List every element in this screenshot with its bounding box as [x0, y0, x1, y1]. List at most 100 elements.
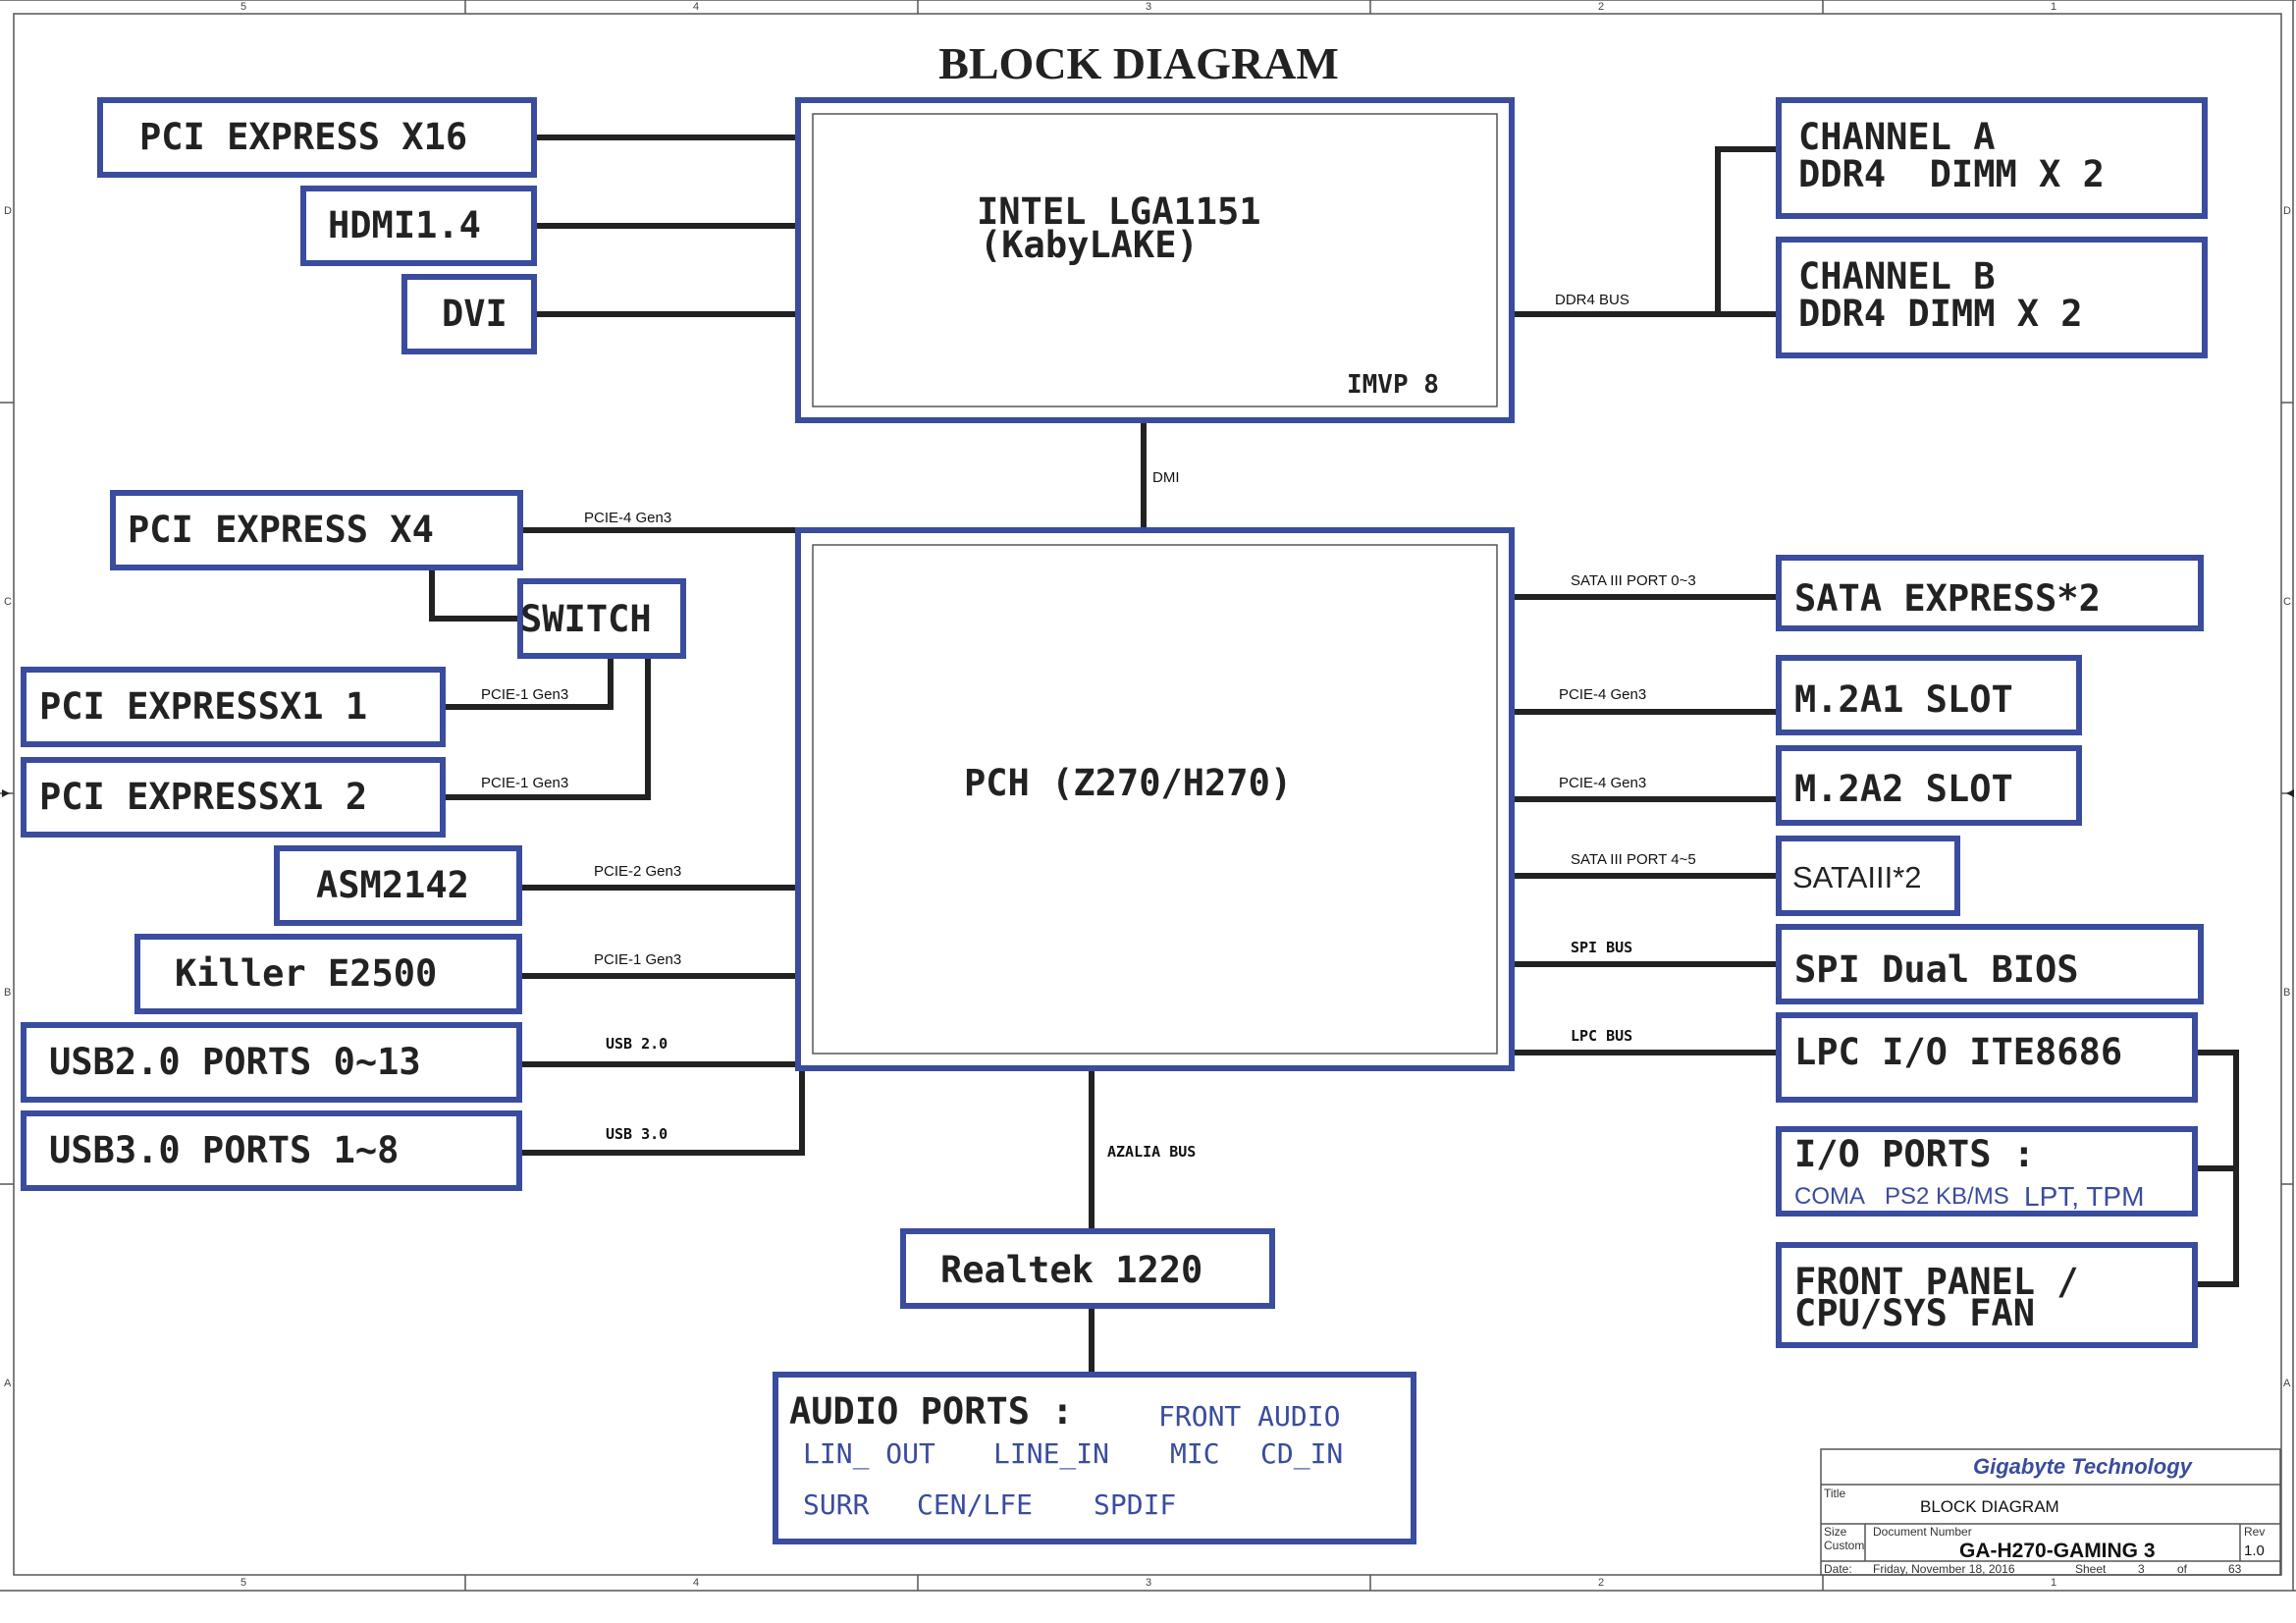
- usb2-label: USB2.0 PORTS 0~13: [49, 1041, 421, 1083]
- date-field-label: Date:: [1824, 1562, 1852, 1576]
- azalia-bus-label: AZALIA BUS: [1107, 1143, 1196, 1161]
- pcie-x1-2-box[interactable]: PCI EXPRESSX1 2: [21, 757, 446, 838]
- front-panel-label: FRONT PANEL /: [1794, 1261, 2079, 1303]
- date-field-value: Friday, November 18, 2016: [1873, 1562, 2015, 1576]
- io-ps2: PS2 KB/MS: [1885, 1183, 2009, 1210]
- rev-field-value: 1.0: [2244, 1542, 2265, 1559]
- sata-express-label: SATA EXPRESS*2: [1794, 577, 2101, 620]
- sata3-box[interactable]: SATAIII*2: [1776, 836, 1960, 916]
- company-name: Gigabyte Technology: [1973, 1454, 2194, 1479]
- io-ports-title: I/O PORTS :: [1794, 1133, 2035, 1175]
- pch-label: PCH (Z270/H270): [964, 762, 1292, 804]
- spi-bus-label: SPI BUS: [1571, 939, 1632, 956]
- m2a2-box[interactable]: M.2A2 SLOT: [1776, 745, 2082, 826]
- usb2-box[interactable]: USB2.0 PORTS 0~13: [21, 1022, 522, 1103]
- channel-a-box[interactable]: CHANNEL A DDR4 DIMM X 2: [1776, 97, 2208, 219]
- realtek-label: Realtek 1220: [940, 1249, 1202, 1291]
- zone-label: C: [2283, 596, 2291, 608]
- zone-label: 5: [240, 1, 246, 13]
- io-coma: COMA: [1794, 1183, 1865, 1210]
- pcie-x4-label: PCI EXPRESS X4: [128, 509, 434, 551]
- zone-label: B: [2283, 987, 2290, 999]
- zone-label: 4: [693, 1, 699, 13]
- pcie-x16-label: PCI EXPRESS X16: [139, 116, 467, 158]
- zone-label: 2: [1598, 1, 1604, 13]
- title-block: [1820, 1448, 2281, 1576]
- zone-label: C: [4, 596, 12, 608]
- lpc-io-label: LPC I/O ITE8686: [1794, 1031, 2122, 1073]
- m2a2-bus-label: PCIE-4 Gen3: [1559, 775, 1646, 791]
- realtek-box[interactable]: Realtek 1220: [900, 1228, 1275, 1309]
- sata3-label: SATAIII*2: [1792, 860, 1922, 894]
- channel-a-dimm: DDR4 DIMM X 2: [1798, 153, 2105, 195]
- zone-label: 1: [2051, 1, 2056, 13]
- sata-express-box[interactable]: SATA EXPRESS*2: [1776, 555, 2204, 631]
- lpc-bus-label: LPC BUS: [1571, 1027, 1632, 1045]
- zone-label: D: [2283, 205, 2291, 217]
- zone-label: B: [4, 987, 11, 999]
- channel-b-dimm: DDR4 DIMM X 2: [1798, 293, 2083, 335]
- usb2-bus-label: USB 2.0: [606, 1035, 667, 1053]
- hdmi-box[interactable]: HDMI1.4: [300, 186, 537, 266]
- channel-b-box[interactable]: CHANNEL B DDR4 DIMM X 2: [1776, 237, 2208, 358]
- audio-ports-title: AUDIO PORTS :: [789, 1390, 1074, 1433]
- pcie-x1-2-bus-label: PCIE-1 Gen3: [481, 775, 568, 791]
- cpu-block[interactable]: INTEL LGA1151 (KabyLAKE) IMVP 8: [795, 97, 1515, 423]
- sheet-field-label: Sheet: [2075, 1562, 2107, 1576]
- cpu-label: INTEL LGA1151: [977, 190, 1261, 233]
- pch-block[interactable]: PCH (Z270/H270): [795, 527, 1515, 1071]
- diagram-title: BLOCK DIAGRAM: [938, 38, 1339, 88]
- zone-label: 1: [2051, 1577, 2056, 1589]
- m2a1-label: M.2A1 SLOT: [1794, 678, 2013, 721]
- connection-lines: [429, 135, 2239, 1373]
- asm2142-label: ASM2142: [316, 864, 469, 906]
- pcie-x4-box[interactable]: PCI EXPRESS X4: [110, 490, 523, 570]
- switch-label: SWITCH: [520, 598, 652, 640]
- cd-in: CD_IN: [1260, 1437, 1343, 1471]
- mic: MIC: [1170, 1437, 1220, 1470]
- channel-b-label: CHANNEL B: [1798, 255, 1995, 298]
- imvp-label: IMVP 8: [1347, 370, 1439, 400]
- rev-field-label: Rev: [2244, 1525, 2265, 1539]
- pcie-x16-box[interactable]: PCI EXPRESS X16: [97, 97, 537, 178]
- killer-label: Killer E2500: [175, 952, 437, 995]
- usb3-bus-label: USB 3.0: [606, 1125, 667, 1143]
- fan-label: CPU/SYS FAN: [1794, 1292, 2035, 1334]
- killer-box[interactable]: Killer E2500: [134, 934, 522, 1014]
- spi-bios-box[interactable]: SPI Dual BIOS: [1776, 924, 2204, 1004]
- frame-zone-labels: 5 4 3 2 1 5 4 3 2 1 D C B A D C B A: [4, 1, 2291, 1589]
- cpu-codename: (KabyLAKE): [980, 224, 1199, 266]
- title-field-value: BLOCK DIAGRAM: [1920, 1497, 2059, 1516]
- lin-out: LIN_ OUT: [803, 1437, 935, 1471]
- killer-bus-label: PCIE-1 Gen3: [594, 951, 681, 968]
- ddr4-bus-label: DDR4 BUS: [1555, 292, 1629, 308]
- channel-a-label: CHANNEL A: [1798, 116, 1995, 158]
- asm2142-box[interactable]: ASM2142: [274, 845, 522, 926]
- asm2142-bus-label: PCIE-2 Gen3: [594, 863, 681, 880]
- m2a1-box[interactable]: M.2A1 SLOT: [1776, 655, 2082, 735]
- pcie-x4-bus-label: PCIE-4 Gen3: [584, 510, 671, 526]
- lpc-io-box[interactable]: LPC I/O ITE8686: [1776, 1012, 2198, 1103]
- switch-box[interactable]: SWITCH: [517, 578, 686, 659]
- cen-lfe: CEN/LFE: [917, 1488, 1033, 1521]
- pcie-x1-1-box[interactable]: PCI EXPRESSX1 1: [21, 667, 446, 747]
- io-ports-box[interactable]: I/O PORTS : COMA PS2 KB/MS LPT, TPM: [1776, 1126, 2198, 1217]
- connector-arrows: [2, 789, 2294, 797]
- front-audio: FRONT AUDIO: [1158, 1400, 1340, 1433]
- dvi-box[interactable]: DVI: [401, 274, 537, 354]
- line-in: LINE_IN: [993, 1437, 1109, 1471]
- front-panel-box[interactable]: FRONT PANEL / CPU/SYS FAN: [1776, 1242, 2198, 1348]
- pcie-x1-1-bus-label: PCIE-1 Gen3: [481, 686, 568, 703]
- io-lpt-tpm: LPT, TPM: [2024, 1181, 2144, 1212]
- hdmi-label: HDMI1.4: [328, 204, 481, 246]
- usb3-box[interactable]: USB3.0 PORTS 1~8: [21, 1110, 522, 1191]
- document-number-label: Document Number: [1873, 1525, 1972, 1539]
- of-field-value: 63: [2228, 1562, 2242, 1576]
- document-number-value: GA-H270-GAMING 3: [1959, 1540, 2156, 1562]
- audio-ports-box[interactable]: AUDIO PORTS : FRONT AUDIO LIN_ OUT LINE_…: [773, 1372, 1416, 1544]
- zone-label: 3: [1146, 1577, 1151, 1589]
- zone-label: 3: [1146, 1, 1151, 13]
- size-field-value: Custom: [1824, 1539, 1864, 1552]
- zone-label: D: [4, 205, 12, 217]
